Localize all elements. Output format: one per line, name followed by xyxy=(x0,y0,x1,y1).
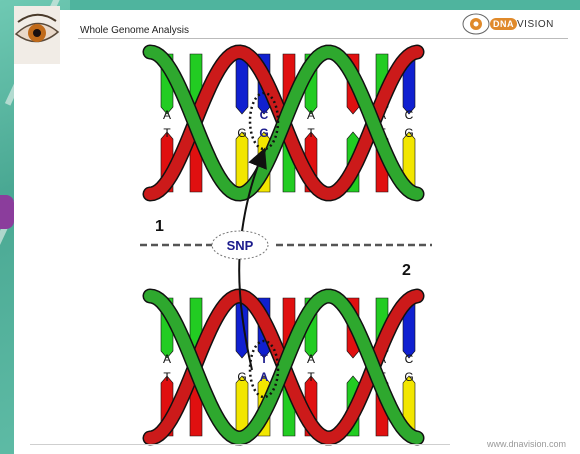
panel-2-label: 2 xyxy=(402,262,411,279)
slide-title: Whole Genome Analysis xyxy=(80,25,189,36)
base-letter-lower: T xyxy=(163,370,171,384)
base-letter-lower: T xyxy=(163,126,171,140)
base-letter-lower: T xyxy=(307,126,315,140)
base-letter-upper: C xyxy=(405,108,414,122)
base-letter-lower: G xyxy=(237,370,246,384)
base-letter-lower: T xyxy=(307,370,315,384)
base-letter-lower: A xyxy=(260,370,269,384)
footer-divider xyxy=(30,444,450,445)
base-letter-upper: A xyxy=(163,108,171,122)
strand xyxy=(144,290,423,445)
eye-logo-icon xyxy=(14,6,60,64)
base-letter-upper: A xyxy=(163,352,171,366)
decor-violet-tab xyxy=(0,195,14,229)
base-letter-lower: G xyxy=(237,126,246,140)
strand xyxy=(144,46,423,201)
snp-label: SNP xyxy=(227,238,254,253)
title-divider xyxy=(78,38,568,39)
base-letter-upper: A xyxy=(307,352,315,366)
dna-vision-logo-icon xyxy=(462,13,490,35)
snp-highlight-oval xyxy=(248,91,280,151)
panel-1-label: 1 xyxy=(155,218,164,235)
base-letter-upper: T xyxy=(260,352,268,366)
base-letter-upper: C xyxy=(405,352,414,366)
snp-highlight-oval xyxy=(248,339,280,399)
base-letter-upper: A xyxy=(307,108,315,122)
base-letter-lower: G xyxy=(259,126,268,140)
brand-suffix: VISION xyxy=(517,19,554,30)
base-letter-upper: C xyxy=(260,108,269,122)
brand-prefix: DNA xyxy=(490,18,517,30)
footer-url: www.dnavision.com xyxy=(486,439,566,449)
base-letter-lower: G xyxy=(404,126,413,140)
base-letter-lower: G xyxy=(404,370,413,384)
snp-label-box xyxy=(211,230,269,260)
